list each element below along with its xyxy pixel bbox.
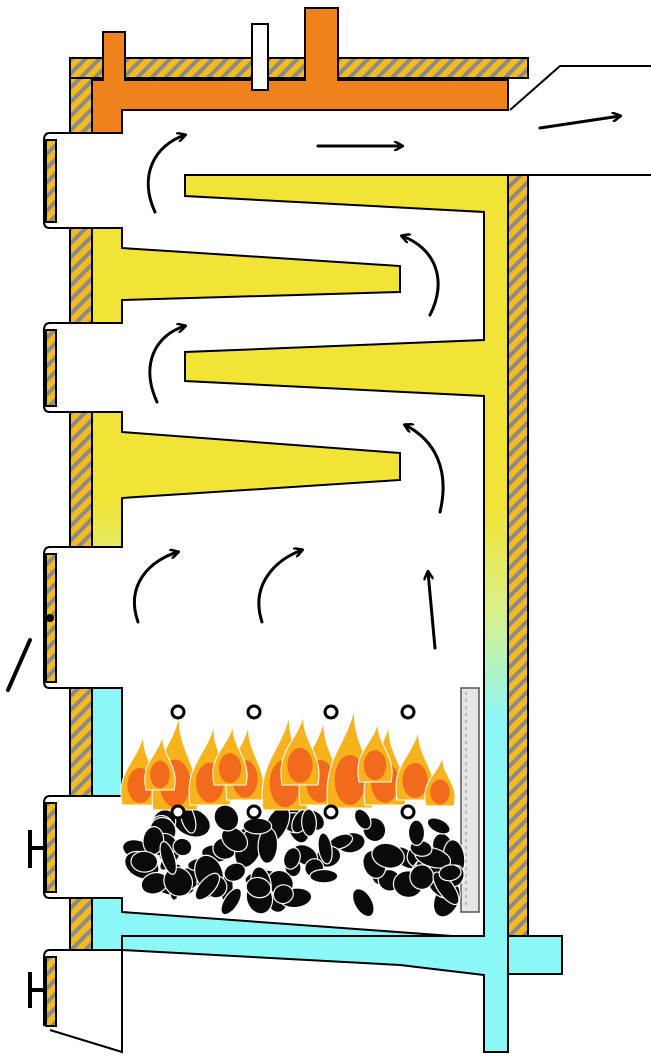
coal-lump — [130, 850, 159, 873]
flame-core — [287, 747, 313, 783]
insulation-top — [69, 57, 529, 79]
insulation-left-5 — [69, 897, 93, 951]
water-jacket-right — [121, 174, 509, 1053]
flame-core — [218, 753, 242, 784]
ash-door[interactable] — [28, 795, 92, 899]
flame-core — [430, 779, 450, 805]
coal-bed — [122, 802, 466, 918]
insulation-right — [507, 174, 529, 941]
door-hinge — [46, 614, 54, 622]
outlet-manifold — [91, 7, 509, 134]
flow-arrow — [146, 135, 185, 214]
grate-bolt-top — [170, 704, 186, 720]
coal-lump — [282, 847, 301, 870]
coal-lump — [426, 817, 451, 835]
door-handle[interactable] — [6, 638, 32, 692]
coal-lump — [213, 804, 240, 832]
doors[interactable] — [6, 132, 92, 1027]
coal-lump — [438, 864, 462, 882]
bottom-door[interactable] — [28, 949, 92, 1027]
flow-arrow — [148, 326, 185, 404]
outer-casing-lines — [49, 950, 123, 1054]
coal-lump — [194, 872, 221, 901]
coal-lump — [309, 868, 339, 884]
grate-bolt-bottom — [246, 804, 262, 820]
coal-lump — [432, 871, 460, 906]
coal-lump — [371, 842, 405, 869]
bottom-door-handle[interactable] — [28, 972, 44, 1008]
flow-arrow — [132, 552, 178, 624]
water-jacket — [91, 174, 563, 1053]
flue-outlet — [509, 65, 651, 176]
flames — [120, 707, 456, 811]
insulation-jacket — [69, 57, 529, 951]
grate-bolt-top — [400, 704, 416, 720]
coal-lump — [301, 808, 317, 837]
coal-lump — [272, 884, 294, 905]
grate-side-plate — [460, 687, 480, 913]
coal-lump — [317, 832, 333, 865]
water-jacket-left — [91, 227, 481, 951]
insulation-left-2 — [69, 227, 93, 324]
flame-core — [363, 750, 387, 781]
outlet-header — [91, 7, 509, 134]
sensor-sleeve — [251, 23, 269, 91]
flow-arrow — [402, 236, 440, 317]
ash-door-handle[interactable] — [28, 830, 44, 868]
insulation-left-3 — [69, 411, 93, 548]
flow-arrow — [538, 116, 620, 130]
flow-arrow — [257, 550, 302, 624]
coal-lump — [172, 837, 193, 857]
return-pipe — [507, 935, 563, 975]
loading-door[interactable] — [6, 546, 92, 692]
flame-core — [402, 762, 428, 798]
grate-bolt-top — [246, 704, 262, 720]
grate-bolt-bottom — [170, 804, 186, 820]
coal-lump — [220, 887, 242, 916]
coal-lump — [223, 862, 247, 882]
flue-gas-arrows — [132, 116, 620, 650]
coal-lump — [245, 876, 272, 899]
flow-arrow — [428, 572, 437, 650]
coal-lump — [407, 819, 426, 846]
grate-bolt-bottom — [323, 804, 339, 820]
grate-bolt-top — [323, 704, 339, 720]
insulation-left-4 — [69, 687, 93, 797]
coal-lump — [353, 808, 372, 830]
cleaning-door-1[interactable] — [43, 132, 92, 229]
coal-lump — [159, 840, 177, 875]
flow-arrow — [405, 425, 445, 514]
coal-lump — [351, 888, 375, 918]
insulation-left-1 — [69, 77, 93, 134]
grate-bolts — [170, 704, 416, 820]
flame-core — [150, 760, 170, 789]
grate-bolt-bottom — [400, 804, 416, 820]
coal-lump — [242, 817, 273, 835]
cleaning-door-2[interactable] — [43, 322, 92, 413]
